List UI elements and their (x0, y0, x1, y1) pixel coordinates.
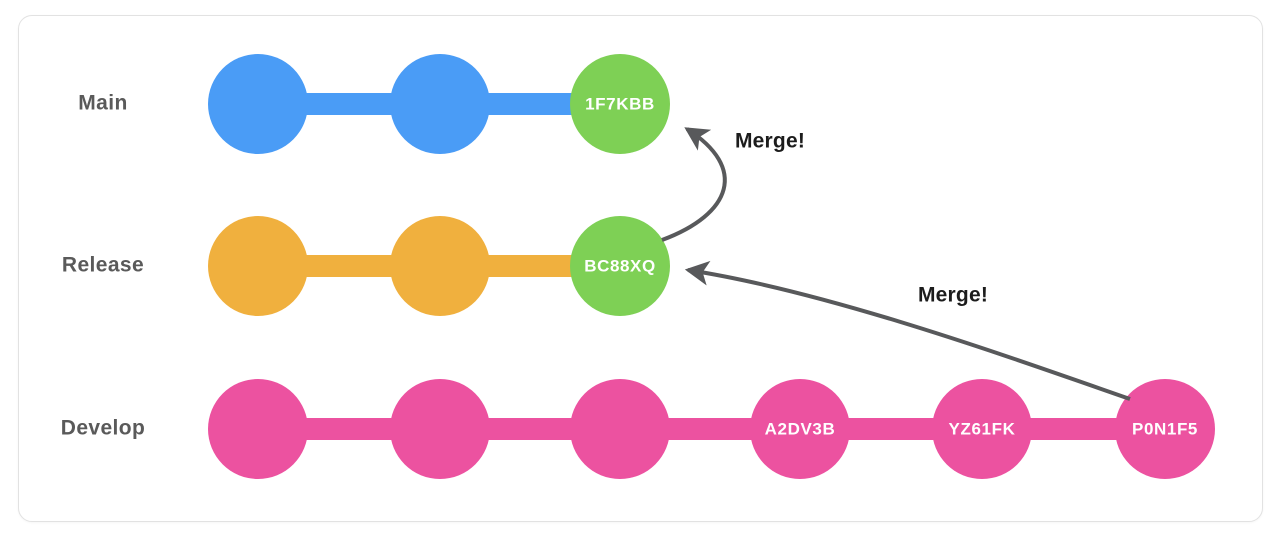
commit-label-develop-5: YZ61FK (949, 419, 1016, 438)
commit-node-develop-6[interactable] (1115, 379, 1215, 479)
merge-arrow-label-2: Merge! (918, 284, 988, 307)
commit-node-main-2[interactable] (390, 54, 490, 154)
commit-node-main-1[interactable] (208, 54, 308, 154)
commit-label-develop-4: A2DV3B (765, 419, 836, 438)
commit-node-develop-5[interactable] (932, 379, 1032, 479)
commit-node-release-1[interactable] (208, 216, 308, 316)
merge-arrow-path-2 (684, 260, 1131, 401)
commit-node-develop-2[interactable] (390, 379, 490, 479)
commit-node-develop-1[interactable] (208, 379, 308, 479)
branch-label-release: Release (62, 254, 144, 277)
merge-arrow-release-to-main: Merge! (661, 127, 805, 242)
commit-node-release-2[interactable] (390, 216, 490, 316)
branch-label-main: Main (78, 92, 127, 115)
branch-release: Release BC88XQ (62, 216, 670, 316)
commit-node-main-merge[interactable] (570, 54, 670, 154)
merge-arrow-develop-to-release: Merge! (684, 260, 1131, 401)
commit-label-develop-6: P0N1F5 (1132, 419, 1198, 438)
branch-label-develop: Develop (61, 417, 146, 440)
branch-develop: Develop A2DV3B YZ61FK P0N1F5 (61, 379, 1215, 479)
branch-main: Main 1F7KBB (78, 54, 670, 154)
commit-label-release-merge: BC88XQ (584, 256, 656, 275)
commit-node-develop-4[interactable] (750, 379, 850, 479)
commit-node-develop-3[interactable] (570, 379, 670, 479)
commit-label-main-merge: 1F7KBB (585, 94, 655, 113)
merge-arrow-path-1 (661, 127, 727, 242)
commit-node-release-merge[interactable] (570, 216, 670, 316)
merge-arrow-label-1: Merge! (735, 130, 805, 153)
